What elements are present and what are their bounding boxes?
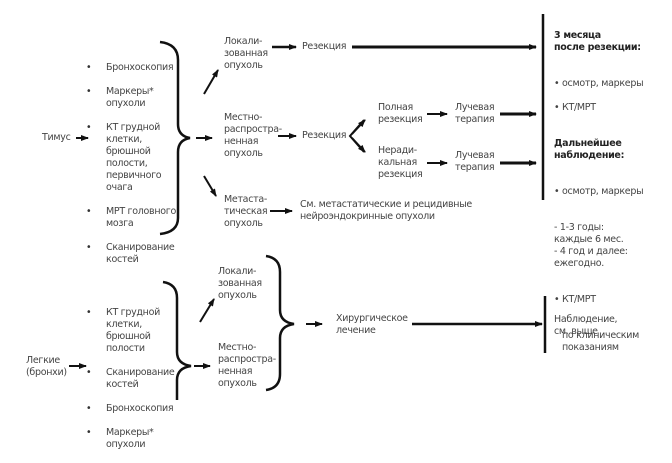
arrow-to-local — [203, 69, 219, 95]
stage-local-b: Локали- зованная опухоль — [218, 266, 262, 301]
diagnostic-item: Бронхоскопия — [86, 62, 176, 74]
followup-item: КТ/МРТ — [554, 102, 672, 114]
followup-item: осмотр, маркеры — [554, 186, 672, 198]
followup-box: 3 месяца после резекции: осмотр, маркеры… — [554, 18, 672, 366]
diagnostics-list-bottom: КТ грудной клетки, брюшной полости Скани… — [86, 295, 176, 463]
diagnostic-item: Сканирование костей — [86, 242, 176, 266]
diagnostics-list-top: Бронхоскопия Маркеры* опухоли КТ грудной… — [86, 50, 176, 278]
radiotherapy-1: Лучевая терапия — [455, 102, 495, 125]
resection-local: Резекция — [302, 41, 347, 52]
brace-top — [159, 40, 191, 236]
metastatic-note: См. метастатические и рецидивные нейроэн… — [300, 199, 472, 222]
brace-bottom-right — [265, 254, 295, 392]
stage-regional-b: Местно- распростра- ненная опухоль — [218, 342, 276, 389]
surgery: Хирургическое лечение — [336, 313, 408, 336]
flow-connectors — [69, 14, 547, 400]
arrow-to-metastatic — [203, 175, 217, 197]
complete-resection: Полная резекция — [378, 102, 423, 125]
followup-heading-1: 3 месяца после резекции: — [554, 30, 641, 53]
followup-bottom: Наблюдение, см. выше — [554, 314, 618, 337]
radiotherapy-2: Лучевая терапия — [455, 150, 495, 173]
brace-bottom — [162, 280, 192, 400]
nonradical-resection: Неради- кальная резекция — [378, 145, 423, 180]
stage-metastatic: Метаста- тическая опухоль — [224, 194, 268, 229]
diagnostic-item: КТ грудной клетки, брюшной полости, перв… — [86, 122, 176, 194]
source-lungs: Легкие (бронхи) — [26, 355, 67, 378]
stage-local: Локали- зованная опухоль — [224, 36, 268, 71]
arrow-to-local-b — [199, 298, 215, 323]
diagnostic-item: Маркеры* опухоли — [86, 427, 176, 451]
diagnostic-item: Бронхоскопия — [86, 403, 176, 415]
diagnostic-item: КТ грудной клетки, брюшной полости — [86, 307, 176, 355]
followup-item: КТ/МРТ — [554, 294, 672, 306]
resection-regional: Резекция — [302, 130, 347, 141]
followup-schedule: - 1-3 годы: каждые 6 мес. - 4 год и дале… — [554, 222, 628, 269]
diagnostic-item: Маркеры* опухоли — [86, 86, 176, 110]
stage-regional: Местно- распростра- ненная опухоль — [224, 112, 282, 159]
source-thymus: Тимус — [42, 132, 71, 143]
followup-item: осмотр, маркеры — [554, 78, 672, 90]
diagnostic-item: МРТ головного мозга — [86, 206, 176, 230]
diagnostic-item: Сканирование костей — [86, 367, 176, 391]
followup-heading-2: Дальнейшее наблюдение: — [554, 138, 625, 161]
followup-indication: по клиническим показаниям — [562, 330, 639, 353]
